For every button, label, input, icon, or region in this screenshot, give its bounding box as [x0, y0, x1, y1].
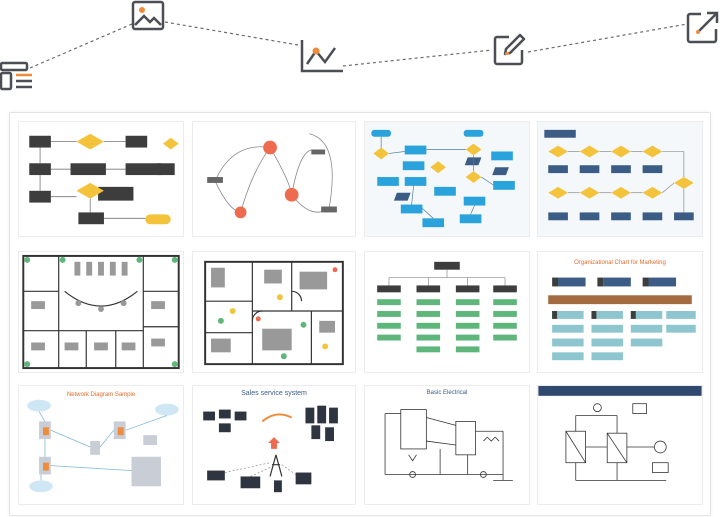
template-gallery: Organizational Chart for Marketing	[9, 112, 711, 516]
template-org-chart-tree[interactable]	[364, 251, 530, 373]
line-chart-icon[interactable]	[299, 38, 345, 74]
template-cross-functional-flowchart[interactable]	[364, 121, 530, 237]
template-process-flow[interactable]	[537, 385, 703, 505]
template-network-diagram[interactable]: Network Diagram Sample	[18, 385, 184, 505]
template-basic-electrical[interactable]: Basic Electrical	[364, 385, 530, 505]
image-icon[interactable]	[131, 0, 165, 32]
template-home-floor-plan[interactable]	[192, 251, 356, 373]
template-decision-flowchart[interactable]	[537, 121, 703, 237]
edit-icon[interactable]	[493, 32, 527, 66]
template-flowchart[interactable]	[18, 121, 184, 237]
template-sales-service-system[interactable]: Sales service system	[192, 385, 356, 505]
template-org-chart-marketing[interactable]: Organizational Chart for Marketing	[537, 251, 703, 373]
feature-connector	[29, 21, 688, 69]
template-office-floor-plan[interactable]	[18, 251, 184, 373]
template-list-icon[interactable]	[0, 60, 34, 92]
external-edit-icon[interactable]	[686, 10, 720, 44]
template-concept-map[interactable]	[192, 121, 356, 237]
